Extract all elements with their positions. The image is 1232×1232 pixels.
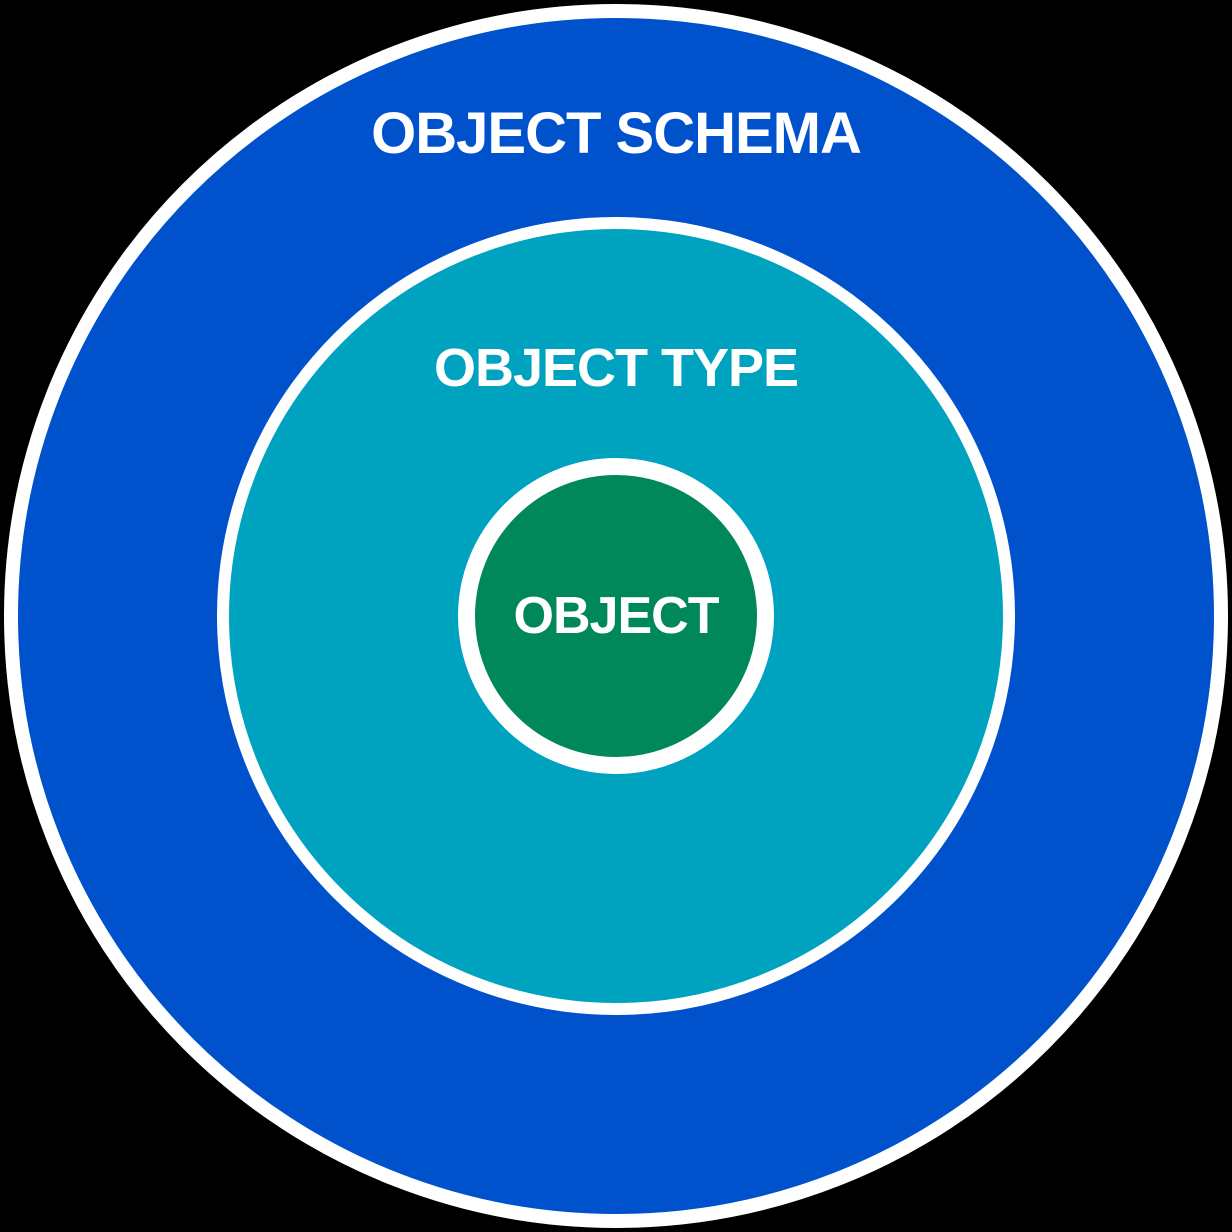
- object-label: OBJECT: [513, 587, 720, 645]
- object-schema-label: OBJECT SCHEMA: [371, 101, 862, 166]
- object-type-label: OBJECT TYPE: [433, 338, 799, 398]
